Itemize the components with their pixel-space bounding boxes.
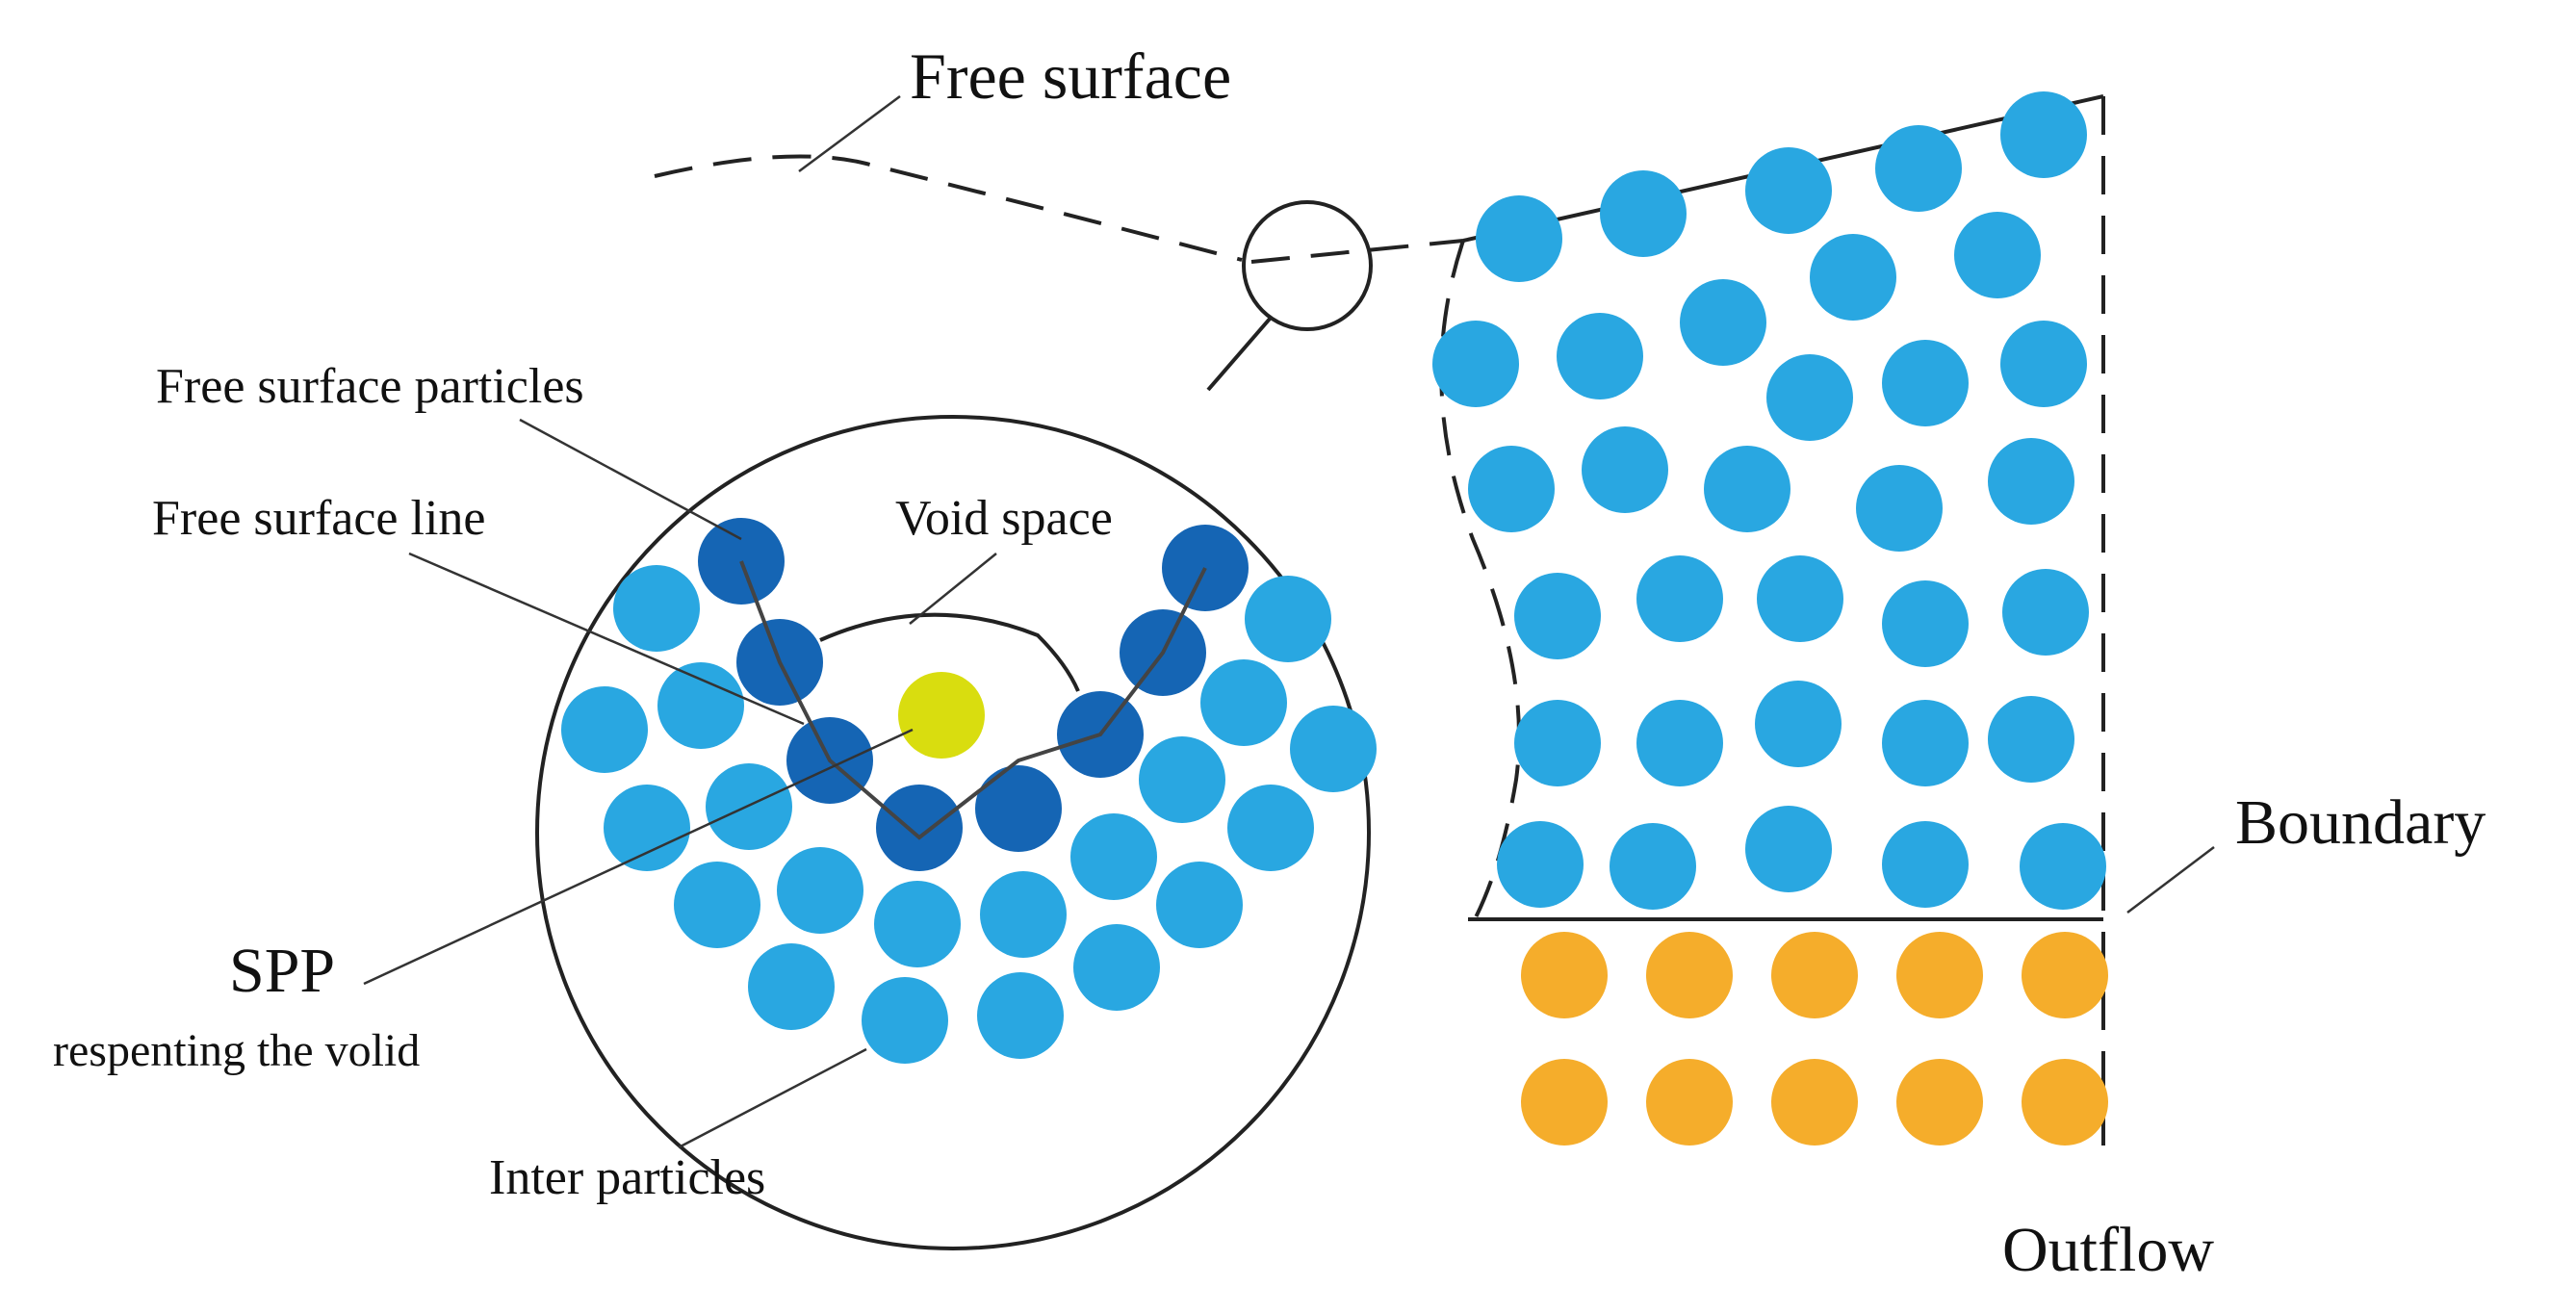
- inner-particle: [604, 785, 690, 871]
- surface-particle: [876, 785, 963, 871]
- fluid-particle: [1882, 700, 1969, 786]
- inner-particle: [977, 972, 1064, 1059]
- boundary-particles: [1521, 932, 2108, 1146]
- inner-particle: [777, 847, 863, 934]
- fluid-particle: [1514, 573, 1601, 659]
- free-surface-particles-label: Free surface particles: [156, 359, 584, 414]
- inner-particle: [1073, 924, 1160, 1011]
- fluid-particle: [2000, 91, 2087, 178]
- inner-particle: [874, 881, 961, 967]
- inner-particle: [1245, 576, 1331, 662]
- fluid-particle: [2020, 823, 2106, 910]
- inner-particle: [657, 662, 744, 749]
- fluid-particle: [1514, 700, 1601, 786]
- fluid-particle: [1476, 195, 1562, 282]
- fluid-particle: [1680, 279, 1766, 366]
- zoom-detail-circle: [535, 415, 1371, 1250]
- fluid-particle: [1468, 446, 1555, 532]
- boundary-particle: [1646, 1059, 1733, 1146]
- fluid-particle: [1988, 438, 2074, 525]
- free-surface-dashed-curve: [654, 154, 1243, 262]
- fluid-particle: [1954, 212, 2041, 298]
- fluid-particle: [1882, 580, 1969, 667]
- boundary-particle: [2022, 1059, 2108, 1146]
- fluid-particle: [1882, 340, 1969, 426]
- boundary-particle: [1771, 932, 1858, 1018]
- boundary-particle: [1896, 932, 1983, 1018]
- void-space-arc: [819, 612, 1080, 692]
- boundary-particle: [1521, 932, 1608, 1018]
- fluid-particle: [1600, 170, 1687, 257]
- fluid-particle: [1497, 821, 1584, 908]
- fluid-particle: [2000, 321, 2087, 407]
- spp-leader: [363, 728, 914, 986]
- inner-particle: [862, 977, 948, 1064]
- inner-particle: [1070, 813, 1157, 900]
- fluid-particle: [1432, 321, 1519, 407]
- free-surface-leader: [798, 94, 901, 173]
- free-surface-dashed-link: [1250, 239, 1464, 264]
- fluid-particle: [1875, 125, 1962, 212]
- inner-particle: [561, 686, 648, 773]
- fluid-particle: [1766, 354, 1853, 441]
- fluid-particle: [1745, 147, 1832, 234]
- zoom-connector: [1206, 316, 1273, 392]
- inter-particles-label: Inter particles: [489, 1150, 765, 1205]
- outflow-label: Outflow: [2002, 1215, 2214, 1285]
- inner-particle: [1156, 862, 1243, 948]
- surface-particle: [975, 765, 1062, 852]
- fluid-particle: [1636, 700, 1723, 786]
- inner-particle: [748, 943, 835, 1030]
- boundary-leader: [2126, 846, 2215, 914]
- spp-sub-label: respenting the volid: [53, 1025, 420, 1076]
- fluid-particle: [1745, 806, 1832, 892]
- spp-label: SPP: [229, 936, 335, 1006]
- boundary-particle: [2022, 932, 2108, 1018]
- fluid-particle: [1757, 555, 1843, 642]
- fluid-particle: [1988, 696, 2074, 783]
- free-surface-line: [739, 560, 1207, 840]
- inner-particle: [613, 565, 700, 652]
- void-space-label: Void space: [895, 491, 1113, 546]
- boundary-particle: [1771, 1059, 1858, 1146]
- fluid-particle: [1755, 681, 1842, 767]
- fluid-particle: [1557, 313, 1643, 399]
- void-space-leader: [909, 553, 997, 625]
- inner-particle: [1139, 736, 1225, 823]
- zoom-source-circle: [1242, 200, 1373, 331]
- fluid-particle: [1882, 821, 1969, 908]
- inner-particle: [1290, 706, 1377, 792]
- boundary-particle: [1521, 1059, 1608, 1146]
- free-surface-line-label: Free surface line: [152, 491, 485, 546]
- fluid-particle: [1610, 823, 1696, 910]
- fluid-particle: [1810, 234, 1896, 321]
- fluid-particle: [1704, 446, 1790, 532]
- zoom-inner-particles: [561, 565, 1377, 1064]
- free-surface-label: Free surface: [910, 39, 1231, 113]
- boundary-particle: [1896, 1059, 1983, 1146]
- boundary-label: Boundary: [2235, 787, 2486, 858]
- fluid-particle: [1856, 465, 1943, 552]
- inner-particle: [1200, 659, 1287, 746]
- spp-particle: [898, 672, 985, 759]
- fluid-block-particles: [1432, 91, 2106, 910]
- fluid-particle: [1582, 426, 1668, 513]
- free-surface-line-leader: [408, 552, 805, 726]
- fluid-particle: [1636, 555, 1723, 642]
- inner-particle: [674, 862, 760, 948]
- inner-particle: [1227, 785, 1314, 871]
- free-surface-particles-leader: [519, 418, 742, 541]
- fluid-particle: [2002, 569, 2089, 656]
- inter-particles-leader: [678, 1047, 867, 1149]
- boundary-particle: [1646, 932, 1733, 1018]
- inner-particle: [980, 871, 1067, 958]
